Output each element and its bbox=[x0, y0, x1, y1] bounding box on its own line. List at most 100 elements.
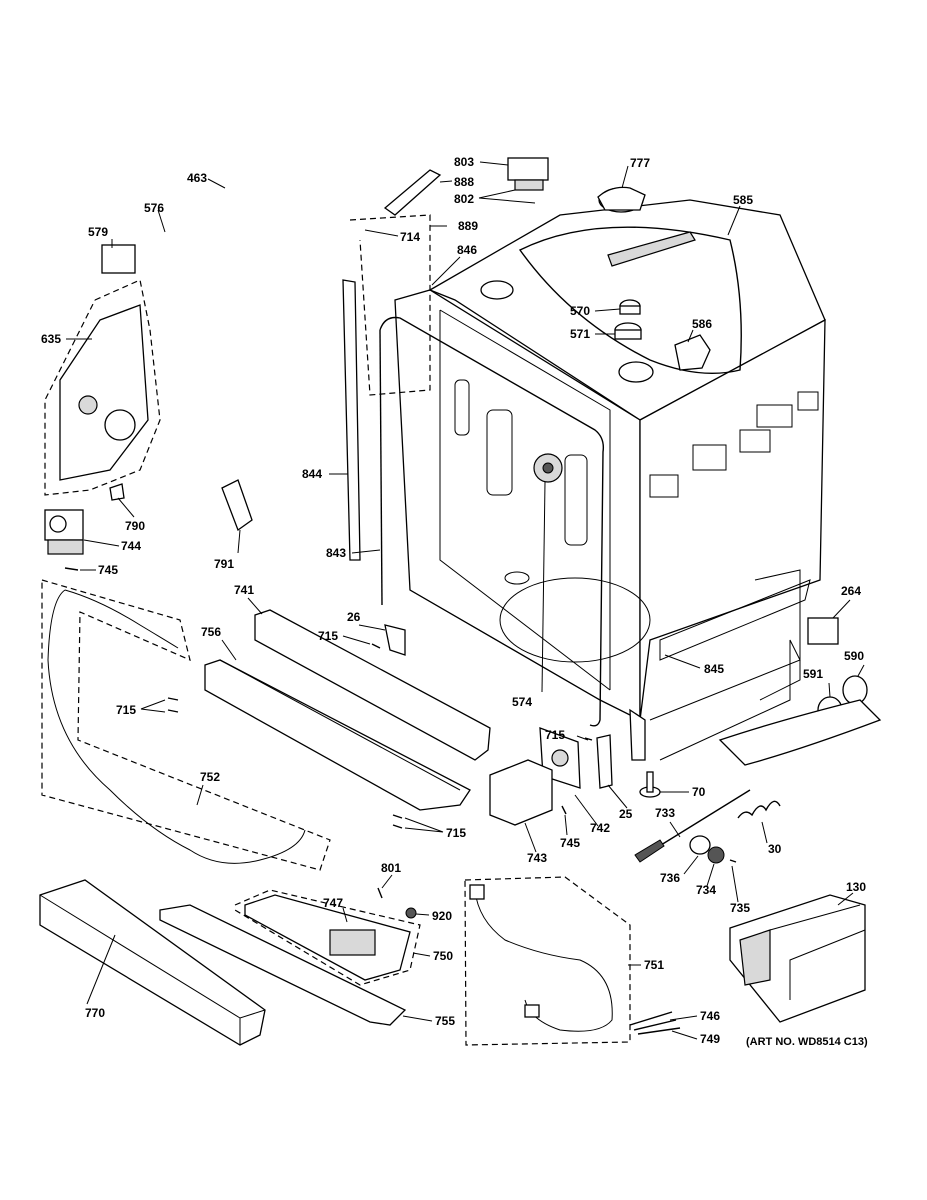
label-845: 845 bbox=[704, 662, 724, 676]
panel-741 bbox=[254, 609, 491, 761]
sensor-part bbox=[674, 334, 711, 371]
label-715-a: 715 bbox=[318, 629, 338, 643]
label-734: 734 bbox=[696, 883, 716, 897]
label-574: 574 bbox=[512, 695, 532, 709]
label-745-left: 745 bbox=[98, 563, 118, 577]
part-920 bbox=[405, 907, 417, 919]
label-888: 888 bbox=[454, 175, 474, 189]
screw-745-right bbox=[561, 805, 567, 815]
control-board-750 bbox=[244, 894, 411, 981]
clip-790 bbox=[109, 483, 125, 501]
leader-lines bbox=[66, 161, 865, 1040]
label-889: 889 bbox=[458, 219, 478, 233]
wires-746-749 bbox=[629, 1011, 681, 1035]
label-25: 25 bbox=[619, 807, 633, 821]
vent-cap bbox=[597, 186, 646, 211]
label-26: 26 bbox=[347, 610, 361, 624]
screw-715-d bbox=[392, 814, 403, 829]
pulley-734 bbox=[707, 846, 725, 864]
label-747: 747 bbox=[323, 896, 343, 910]
bearing-parts bbox=[614, 299, 642, 340]
label-844: 844 bbox=[302, 467, 322, 481]
label-463: 463 bbox=[187, 171, 207, 185]
trim-strip-844 bbox=[342, 279, 361, 561]
label-790: 790 bbox=[125, 519, 145, 533]
label-920: 920 bbox=[432, 909, 452, 923]
part-labels: 803 888 802 777 463 576 579 714 889 585 … bbox=[41, 155, 868, 1048]
part-130 bbox=[729, 894, 866, 1023]
label-585: 585 bbox=[733, 193, 753, 207]
label-755: 755 bbox=[435, 1014, 455, 1028]
label-579: 579 bbox=[88, 225, 108, 239]
label-735: 735 bbox=[730, 901, 750, 915]
switch-803 bbox=[507, 157, 549, 191]
spray-arm bbox=[533, 453, 563, 483]
screw-801 bbox=[377, 887, 383, 899]
harness-group-752 bbox=[41, 579, 331, 871]
group-889 bbox=[349, 214, 431, 396]
label-777: 777 bbox=[630, 156, 650, 170]
label-744: 744 bbox=[121, 539, 141, 553]
label-733: 733 bbox=[655, 806, 675, 820]
spring-30 bbox=[737, 800, 781, 819]
label-756: 756 bbox=[201, 625, 221, 639]
water-valve-744 bbox=[44, 509, 84, 555]
label-576: 576 bbox=[144, 201, 164, 215]
group-750 bbox=[234, 889, 421, 986]
label-750: 750 bbox=[433, 949, 453, 963]
module-743 bbox=[489, 759, 553, 826]
screw-735 bbox=[729, 859, 737, 863]
screw-715-b bbox=[167, 697, 179, 713]
label-714: 714 bbox=[400, 230, 420, 244]
label-586: 586 bbox=[692, 317, 712, 331]
label-741: 741 bbox=[234, 583, 254, 597]
label-715-c: 715 bbox=[545, 728, 565, 742]
label-803: 803 bbox=[454, 155, 474, 169]
label-264: 264 bbox=[841, 584, 861, 598]
bracket-25 bbox=[596, 734, 613, 789]
art-number: (ART NO. WD8514 C13) bbox=[746, 1036, 868, 1048]
label-802: 802 bbox=[454, 192, 474, 206]
label-746: 746 bbox=[700, 1009, 720, 1023]
wire-harness-751 bbox=[474, 889, 613, 1032]
washer-736 bbox=[689, 835, 711, 855]
label-570: 570 bbox=[570, 304, 590, 318]
label-571: 571 bbox=[570, 327, 590, 341]
label-752: 752 bbox=[200, 770, 220, 784]
label-715-b: 715 bbox=[116, 703, 136, 717]
label-130: 130 bbox=[846, 880, 866, 894]
part-579 bbox=[101, 244, 136, 274]
tub-assembly bbox=[379, 187, 826, 761]
foot-70 bbox=[639, 771, 661, 798]
label-742: 742 bbox=[590, 821, 610, 835]
label-30: 30 bbox=[768, 842, 782, 856]
elbow-791 bbox=[221, 479, 253, 532]
label-590: 590 bbox=[844, 649, 864, 663]
label-791: 791 bbox=[214, 557, 234, 571]
group-751 bbox=[464, 876, 631, 1046]
label-843: 843 bbox=[326, 546, 346, 560]
part-264 bbox=[807, 617, 839, 645]
label-846: 846 bbox=[457, 243, 477, 257]
frame-755 bbox=[159, 904, 407, 1026]
screw-715-a bbox=[371, 643, 381, 649]
label-770: 770 bbox=[85, 1006, 105, 1020]
insulation-770 bbox=[39, 879, 266, 1046]
screw-745-left bbox=[64, 567, 79, 571]
label-749: 749 bbox=[700, 1032, 720, 1046]
label-635: 635 bbox=[41, 332, 61, 346]
label-745-right: 745 bbox=[560, 836, 580, 850]
bracket-26 bbox=[384, 624, 406, 656]
label-751: 751 bbox=[644, 958, 664, 972]
screw-715-c bbox=[584, 737, 593, 741]
top-gasket bbox=[518, 226, 742, 374]
label-801: 801 bbox=[381, 861, 401, 875]
vent-housing-635 bbox=[59, 304, 149, 481]
label-70: 70 bbox=[692, 785, 706, 799]
label-715-d: 715 bbox=[446, 826, 466, 840]
sump-590 bbox=[718, 675, 882, 766]
label-736: 736 bbox=[660, 871, 680, 885]
group-635 bbox=[44, 279, 161, 496]
label-591: 591 bbox=[803, 667, 823, 681]
